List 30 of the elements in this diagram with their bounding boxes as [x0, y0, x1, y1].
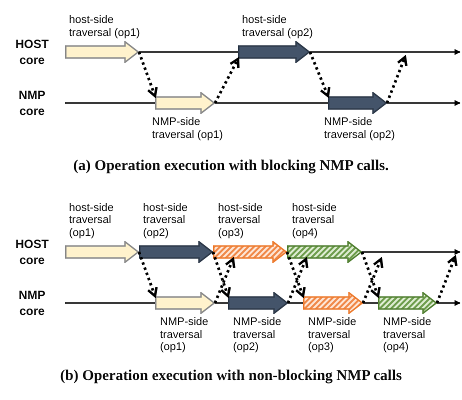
dotted-arrow — [214, 58, 240, 104]
dotted-arrow — [138, 252, 158, 298]
step-label: host-side traversal (op1) — [69, 202, 115, 239]
dotted-arrow — [214, 258, 236, 304]
step-label: NMP-side traversal (op1) — [160, 316, 210, 354]
dotted-arrow — [360, 252, 381, 298]
core-label: NMP core — [18, 287, 46, 319]
core-label: HOST core — [14, 36, 50, 68]
caption: (a) Operation execution with blocking NMP calls. — [72, 158, 390, 175]
dotted-arrow — [286, 252, 306, 298]
step-label: host-side traversal (op3) — [218, 202, 264, 239]
dotted-arrow — [362, 258, 384, 304]
step-label: NMP-side traversal (op2) — [324, 116, 396, 141]
dotted-arrow — [286, 258, 308, 304]
dotted-arrow — [138, 52, 158, 98]
core-label: HOST core — [14, 236, 50, 268]
step-label: NMP-side traversal (op2) — [233, 316, 282, 354]
step-label: host-side traversal (op2) — [242, 14, 314, 39]
dotted-arrow — [212, 252, 231, 298]
dotted-arrow — [386, 56, 408, 104]
step-label: host-side traversal (op2) — [143, 202, 189, 239]
step-label: NMP-side traversal (op4) — [383, 316, 432, 354]
step-label: NMP-side traversal (op1) — [152, 116, 224, 141]
step-label: NMP-side traversal (op3) — [308, 316, 358, 354]
core-label: NMP core — [18, 87, 46, 119]
caption: (b) Operation execution with non-blocking NMP calls — [59, 368, 403, 385]
dotted-arrow — [308, 51, 330, 98]
step-label: host-side traversal (op4) — [292, 202, 338, 239]
step-label: host-side traversal (op1) — [69, 14, 141, 39]
dotted-arrow — [436, 256, 458, 304]
